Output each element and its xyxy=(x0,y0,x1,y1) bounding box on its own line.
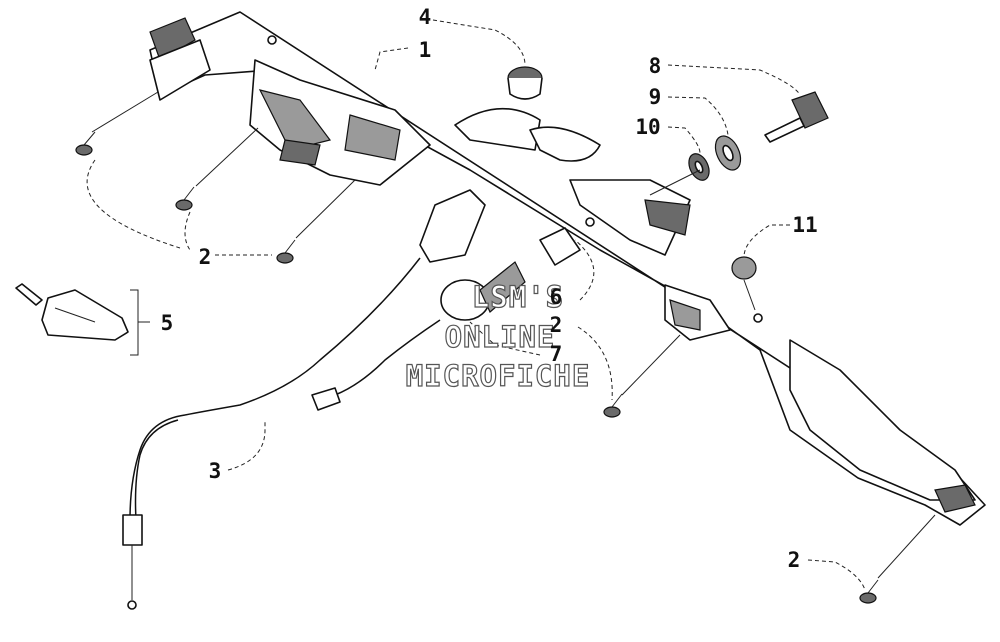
watermark-line-3: MICROFICHE xyxy=(406,359,591,393)
callout-3: 3 xyxy=(209,459,222,483)
watermark: LSM'S ONLINE MICROFICHE xyxy=(405,279,591,393)
leader-lines xyxy=(86,19,936,591)
callout-2-center: 2 xyxy=(550,313,563,337)
console-housing xyxy=(149,11,986,526)
cap-part-4 xyxy=(507,66,543,100)
washer-part-9 xyxy=(714,135,742,171)
screw-part-2 xyxy=(75,131,879,604)
connector-part-7 xyxy=(440,261,526,321)
callout-2-left: 2 xyxy=(199,245,212,269)
callout-9: 9 xyxy=(649,85,662,109)
callout-8: 8 xyxy=(649,54,662,78)
callout-2-right: 2 xyxy=(788,548,801,572)
bracket-part-5 xyxy=(15,283,129,341)
callout-5: 5 xyxy=(161,311,174,335)
key-part-8 xyxy=(764,91,829,143)
callout-6: 6 xyxy=(550,285,563,309)
plug-part-11 xyxy=(731,256,757,280)
callout-11: 11 xyxy=(792,213,817,237)
watermark-line-2: ONLINE xyxy=(445,320,556,354)
watermark-line-1: LSM'S xyxy=(472,280,564,314)
nut-part-10 xyxy=(688,153,710,181)
callout-labels: 1 2 2 2 3 4 5 6 7 8 9 10 11 xyxy=(161,5,818,572)
callout-1: 1 xyxy=(419,38,432,62)
cable-part-3 xyxy=(122,189,486,610)
callout-4: 4 xyxy=(419,5,432,29)
switch-part-6 xyxy=(539,227,581,266)
callout-7: 7 xyxy=(550,342,563,366)
callout-10: 10 xyxy=(635,115,660,139)
